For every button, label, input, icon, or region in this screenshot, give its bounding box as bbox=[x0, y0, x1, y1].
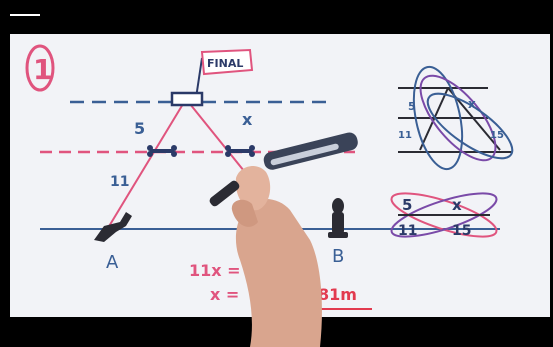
hand-with-marker bbox=[209, 132, 358, 347]
apex-block-icon bbox=[170, 91, 204, 107]
side-label-x: x bbox=[242, 110, 253, 129]
right-bone-icon bbox=[225, 145, 255, 157]
top-strip bbox=[10, 14, 40, 16]
cross-label-15: 15 bbox=[452, 223, 471, 239]
equation-line-2: x = bbox=[210, 285, 239, 304]
observer-b-icon bbox=[328, 198, 348, 238]
side-label-11: 11 bbox=[110, 174, 129, 190]
problem-number: 1 bbox=[33, 53, 52, 86]
observer-a-icon bbox=[94, 212, 132, 242]
marker-icon bbox=[209, 132, 358, 207]
proportion-diagram: 5 x 11 15 bbox=[398, 65, 514, 171]
cross-label-5: 5 bbox=[402, 196, 412, 214]
prop-label-5: 5 bbox=[408, 100, 416, 113]
side-label-5: 5 bbox=[134, 119, 145, 138]
knuckles bbox=[231, 199, 258, 227]
answer-value: 81m bbox=[318, 285, 357, 304]
left-bone-icon bbox=[147, 145, 177, 157]
arm bbox=[235, 198, 322, 347]
flag-shape bbox=[200, 48, 254, 76]
cross-label-x: x bbox=[452, 196, 462, 214]
prop-label-11: 11 bbox=[398, 130, 412, 141]
flag-label: FINAL bbox=[207, 57, 243, 70]
point-b-label: B bbox=[332, 246, 344, 267]
point-a-label: A bbox=[106, 252, 119, 273]
triangle-side-left bbox=[107, 103, 184, 229]
problem-number-circle bbox=[25, 44, 55, 92]
prop-label-x: x bbox=[468, 97, 476, 111]
prop-label-15: 15 bbox=[490, 130, 504, 141]
equation-line-1: 11x = bbox=[189, 261, 241, 280]
finger bbox=[235, 166, 271, 211]
cross-label-11: 11 bbox=[398, 223, 417, 239]
flag-pole bbox=[195, 57, 203, 99]
cross-multiply-diagram: 5 x 11 15 bbox=[390, 192, 498, 239]
